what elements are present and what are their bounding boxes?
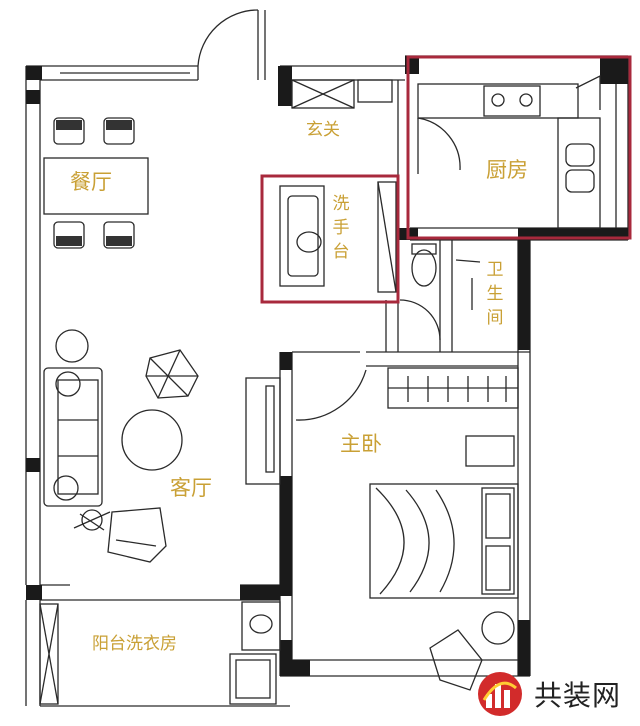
balcony-fixtures [39, 601, 281, 705]
shoe-cabinet [291, 79, 393, 109]
room-label-master-bedroom: 主卧 [340, 432, 382, 456]
watermark-logo-icon [478, 672, 522, 716]
room-label-kitchen: 厨房 [486, 158, 528, 182]
vanity-fixtures [279, 181, 397, 293]
plant [73, 509, 111, 531]
bedroom-door [295, 369, 367, 421]
wardrobe [387, 367, 519, 409]
ottoman [145, 349, 199, 399]
room-label-bathroom: 卫生间 [486, 260, 504, 328]
room-label-entrance: 玄关 [306, 120, 340, 140]
vanity-highlight [260, 174, 400, 304]
bed [369, 483, 519, 599]
room-label-living: 客厅 [170, 476, 212, 500]
room-label-vanity: 洗手台 [332, 194, 350, 262]
exterior-walls [25, 10, 629, 707]
sofa [43, 329, 103, 507]
wall-blocks [26, 56, 628, 676]
kitchen-fixtures [417, 74, 601, 229]
highlight-boxes [260, 55, 632, 304]
room-label-balcony: 阳台洗衣房 [92, 634, 177, 654]
armchair [107, 507, 167, 563]
kitchen-highlight [406, 55, 632, 240]
bedroom-chair [429, 629, 483, 691]
coffee-table [121, 409, 183, 471]
nightstand [465, 435, 515, 645]
tv-cabinet [245, 377, 281, 485]
watermark: 共装网 [474, 670, 621, 718]
bathroom-fixtures [399, 243, 481, 341]
entrance-door [197, 9, 259, 80]
dining-set [43, 117, 149, 249]
watermark-text: 共装网 [534, 679, 622, 712]
room-label-dining: 餐厅 [70, 170, 112, 194]
